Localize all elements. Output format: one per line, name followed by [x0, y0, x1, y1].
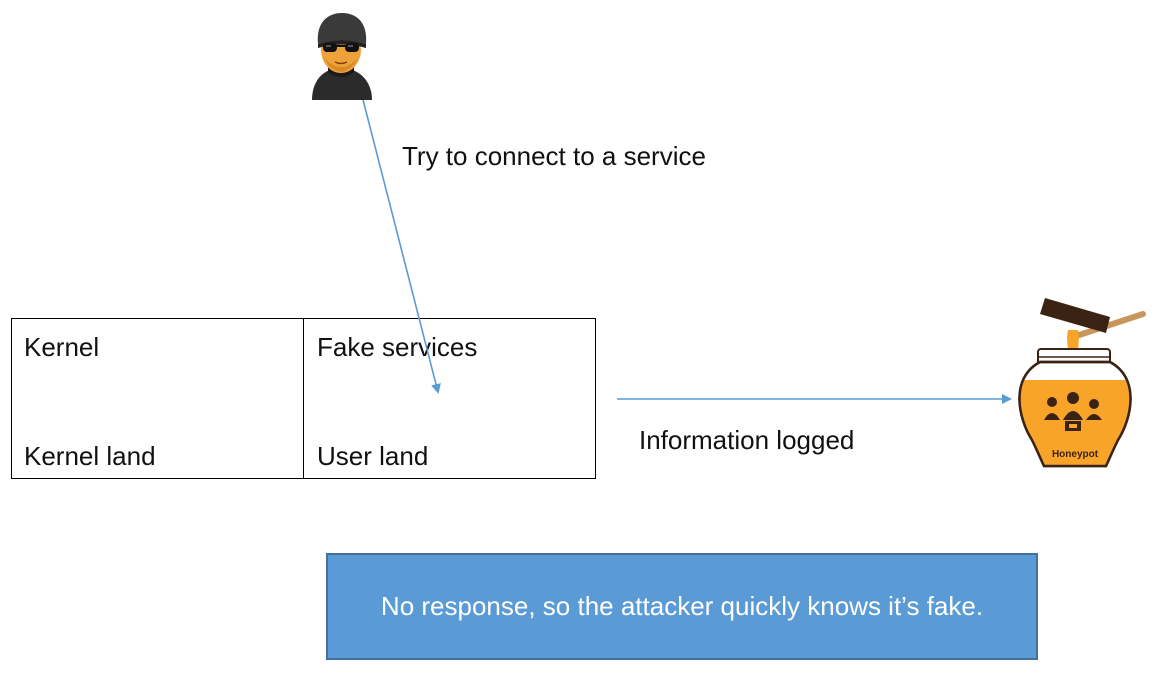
user-land-label: User land: [317, 441, 429, 471]
hacker-icon: [312, 13, 372, 100]
attack-label: Try to connect to a service: [402, 141, 706, 171]
callout-text: No response, so the attacker quickly kno…: [380, 591, 984, 621]
kernel-land-label: Kernel land: [24, 441, 156, 471]
fake-services-title: Fake services: [317, 332, 478, 362]
user-box: Fake services User land: [303, 318, 596, 479]
log-label: Information logged: [639, 425, 855, 455]
honeypot-icon: Honeypot: [1018, 298, 1146, 468]
kernel-title: Kernel: [24, 332, 100, 362]
honeypot-label: Honeypot: [1052, 449, 1099, 460]
conclusion-callout: No response, so the attacker quickly kno…: [326, 553, 1038, 660]
kernel-box: Kernel Kernel land: [11, 318, 304, 479]
